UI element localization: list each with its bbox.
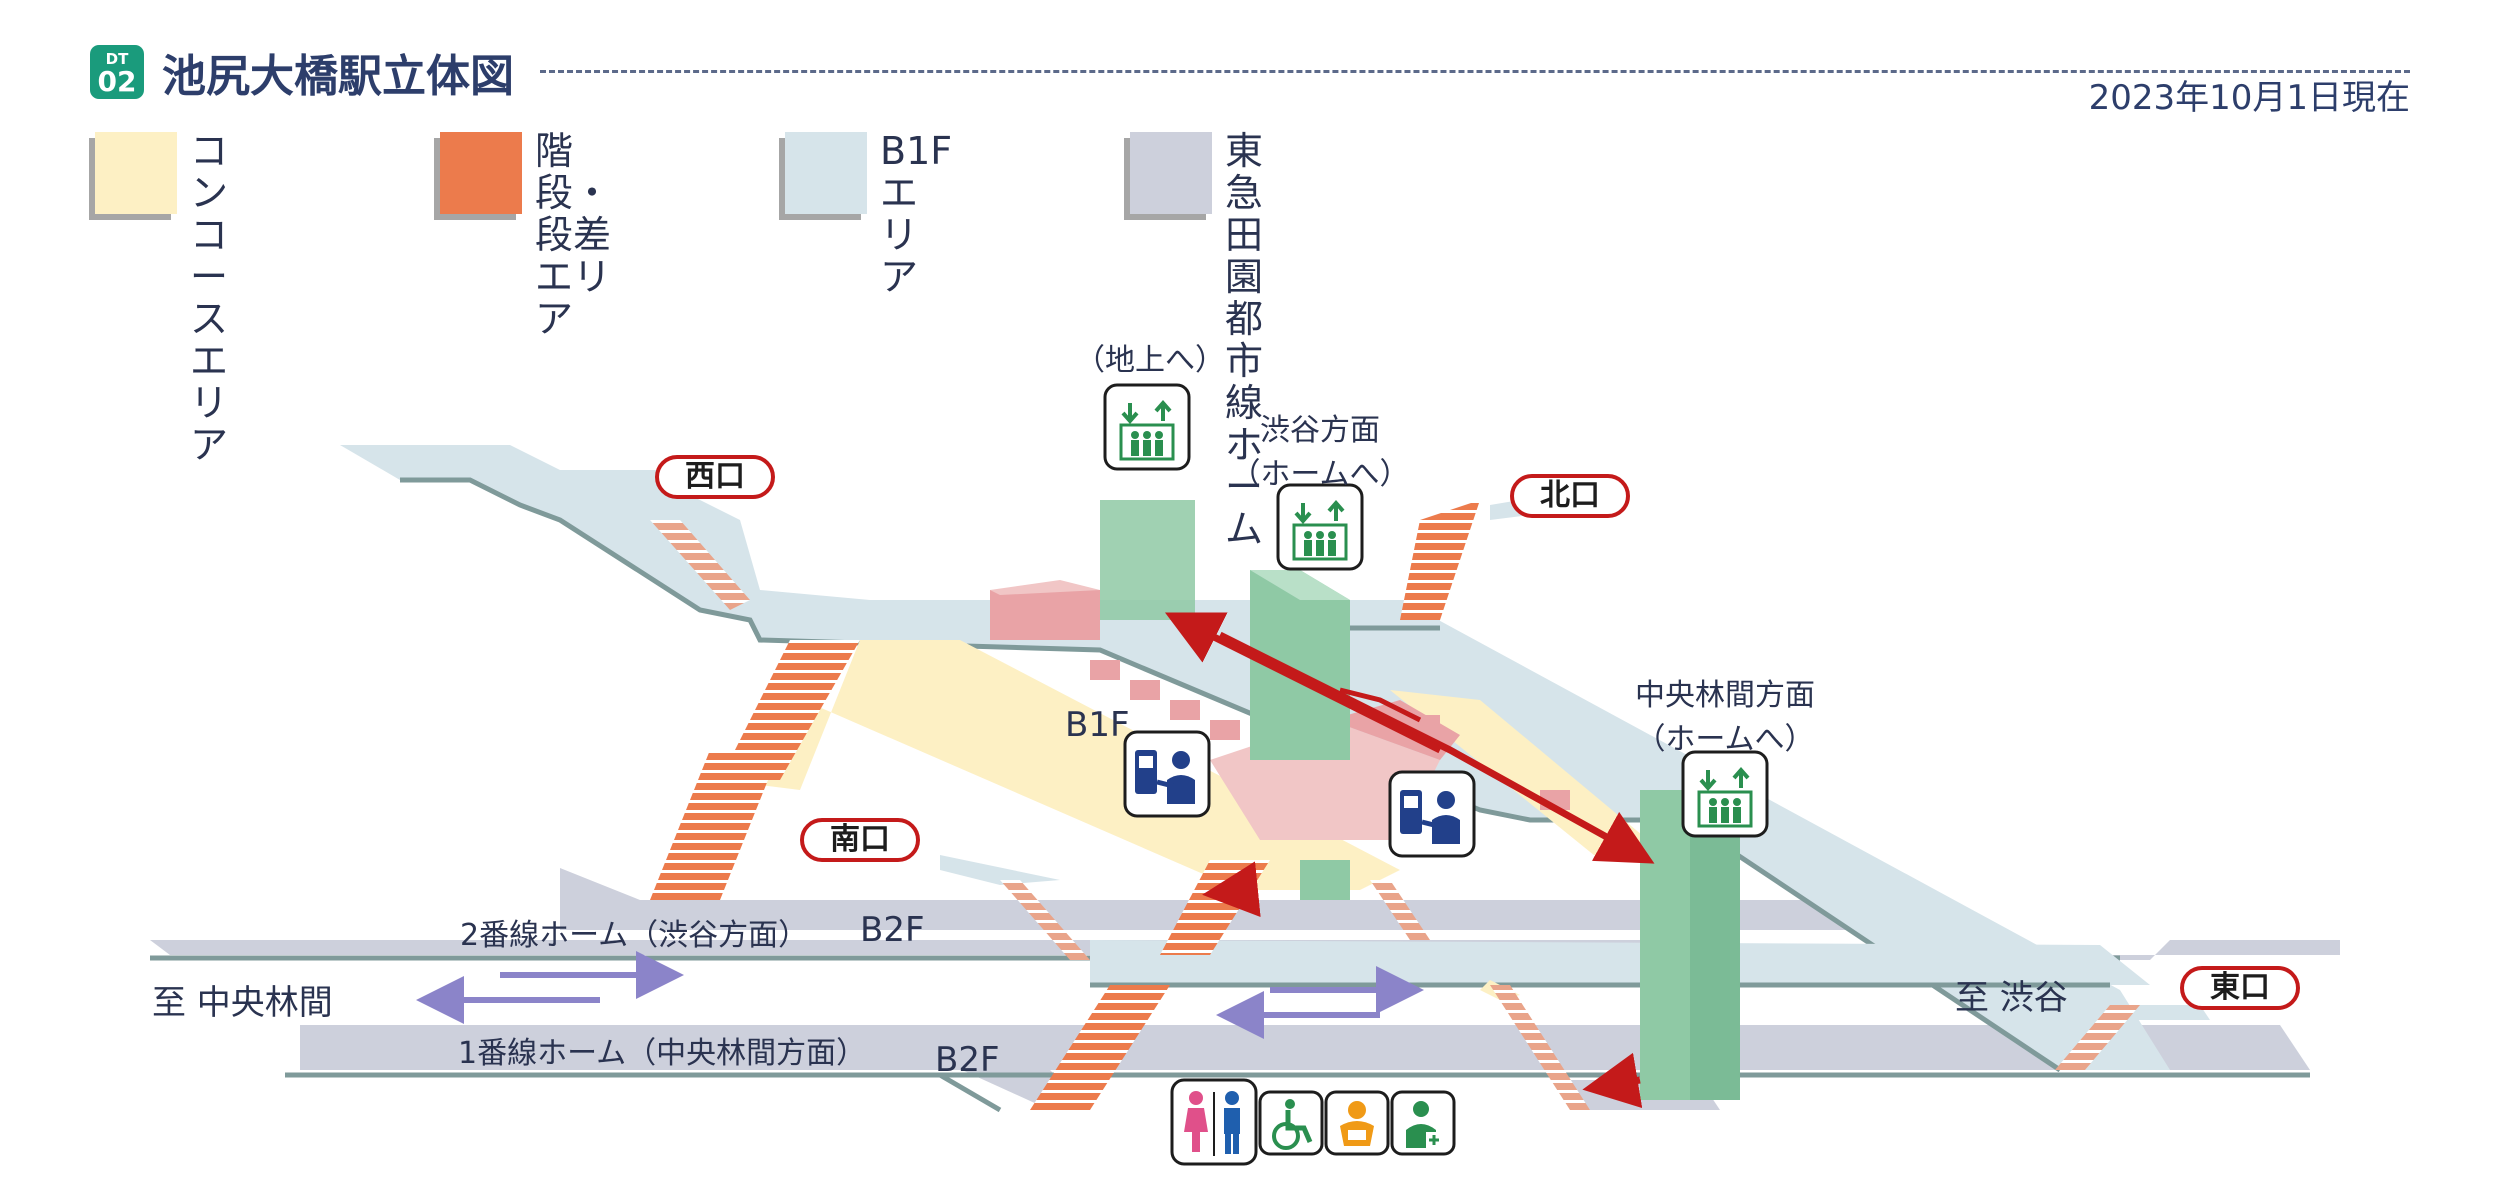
- ticket-office-icon: [1388, 770, 1476, 858]
- badge-line-code: DT: [105, 50, 129, 68]
- floor-label-b2f-lower: B2F: [935, 1040, 1000, 1080]
- to-chuorinkan-label: 至 中央林間: [152, 983, 333, 1023]
- b1f-corridors: [340, 445, 2210, 1073]
- baby-room-icon: [1324, 1090, 1390, 1156]
- legend-label-platform: 東急田園都市線ホーム: [1225, 129, 1264, 551]
- floor-label-b2f-upper: B2F: [860, 910, 925, 950]
- legend-swatch-stairs: [440, 132, 522, 214]
- elevator-icon: [1276, 483, 1364, 571]
- badge-station-number: 02: [97, 65, 137, 98]
- elevator-icon: [1103, 383, 1191, 471]
- platform-1-label: 1番線ホーム（中央林間方面）: [458, 1036, 867, 1071]
- legend-swatch-platform: [1130, 132, 1212, 214]
- platform-1-deck: [285, 1025, 2310, 1113]
- floor-label-b1f: B1F: [1065, 705, 1130, 745]
- track-direction-arrows: [416, 951, 1424, 1039]
- platform-2-label: 2番線ホーム（渋谷方面）: [460, 918, 809, 953]
- ticket-office-icon: [1123, 730, 1211, 818]
- to-shibuya-label: 至 渋谷: [1955, 978, 2068, 1018]
- title-divider: [540, 70, 2410, 73]
- legend-swatch-b1f: [785, 132, 867, 214]
- exit-south[interactable]: 南口: [800, 818, 920, 862]
- elevator-icon: [1681, 750, 1769, 838]
- exit-west[interactable]: 西口: [655, 455, 775, 499]
- legend-swatch-concourse: [95, 132, 177, 214]
- to-ground-label: （地上へ）: [1075, 343, 1225, 378]
- toilet-icon: [1170, 1078, 1258, 1166]
- as-of-date: 2023年10月1日現在: [2088, 78, 2410, 118]
- exit-north[interactable]: 北口: [1510, 474, 1630, 518]
- chuorinkan-direction-label: 中央林間方面 （ホームへ）: [1635, 678, 1815, 757]
- wheelchair-icon: [1258, 1090, 1324, 1156]
- station-number-badge: DT 02: [90, 45, 144, 99]
- route-arrow: [1164, 612, 1655, 1109]
- legend-label-concourse: コンコースエリア: [190, 129, 229, 467]
- elevator-shafts: [1100, 500, 1740, 1100]
- first-aid-icon: [1390, 1090, 1456, 1156]
- page-title: 池尻大橋駅立体図: [162, 51, 514, 102]
- exit-east[interactable]: 東口: [2180, 966, 2300, 1010]
- legend-label-stairs: 階段・段差エリア: [535, 129, 612, 341]
- shibuya-direction-label: 渋谷方面 （ホームへ）: [1230, 413, 1410, 492]
